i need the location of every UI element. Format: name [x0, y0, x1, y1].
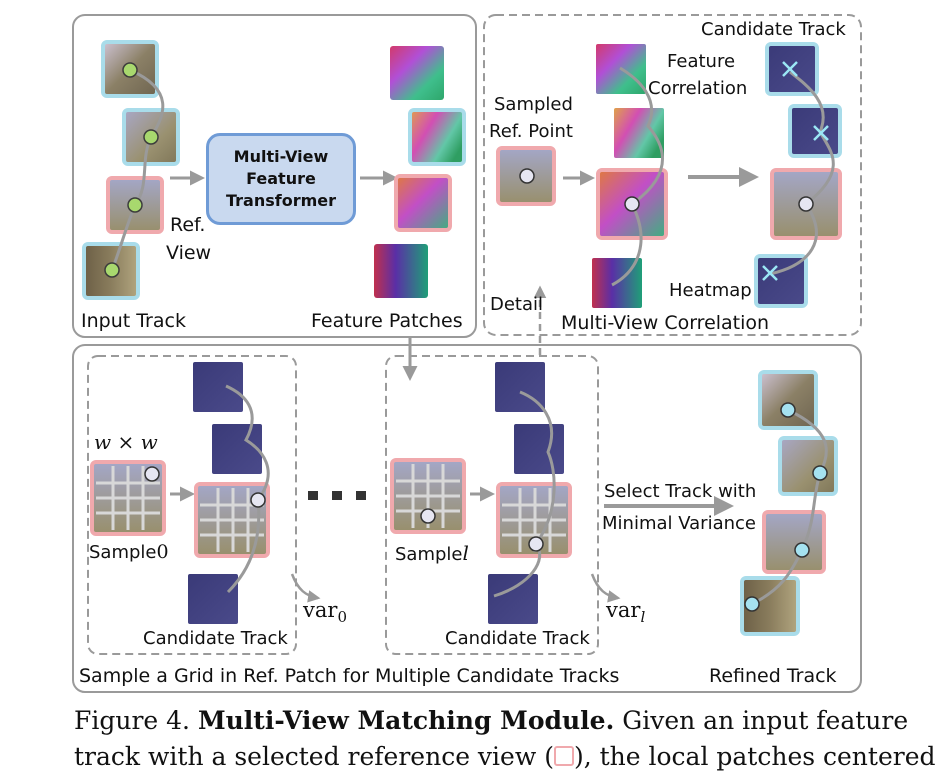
ellipsis-dots — [308, 491, 366, 500]
candl-point — [528, 536, 544, 552]
refined-patch-1 — [758, 370, 818, 430]
track-point-2 — [143, 129, 159, 145]
refined-track-curve — [751, 408, 828, 606]
refined-point-ref — [794, 542, 810, 558]
sample0-group-frame — [87, 355, 297, 655]
ref-view-label-1: Ref. — [170, 214, 206, 236]
ref-view-swatch-icon — [553, 746, 574, 766]
corr-feature-2 — [614, 108, 664, 158]
select-track-label-2: Minimal Variance — [602, 513, 756, 534]
multi-view-feature-transformer: Multi-View Feature Transformer — [206, 133, 356, 225]
feature-patch-ref — [394, 174, 452, 232]
heatmap-label: Heatmap — [669, 280, 752, 301]
feature-correlation-label-2: Correlation — [648, 78, 748, 99]
cand0-curve — [225, 384, 270, 594]
input-track-label: Input Track — [81, 310, 186, 332]
window-size-label: w × w — [94, 430, 158, 454]
input-track-curve — [110, 68, 165, 271]
sampled-ref-label-1: Sampled — [494, 94, 573, 115]
corr-curve — [611, 66, 664, 287]
candl-heat-2 — [514, 424, 564, 474]
varl-label: varl — [606, 598, 646, 627]
samplel-label: Samplel — [395, 541, 469, 565]
feature-patch-4 — [374, 244, 428, 298]
track-point-ref — [127, 197, 143, 213]
refined-point-1 — [780, 402, 796, 418]
candl-heat-4 — [488, 574, 538, 624]
sample0-grid — [96, 466, 160, 530]
heatmap-1 — [765, 42, 819, 96]
heatmap-center-point — [798, 196, 814, 212]
cand0-point — [250, 492, 266, 508]
sample0-label: Sample0 — [89, 541, 169, 563]
var0-arrow — [290, 573, 321, 603]
sampled-ref-point — [519, 168, 535, 184]
sampling-panel-frame — [72, 344, 862, 693]
refined-track-label: Refined Track — [709, 665, 837, 687]
var0-label: var0 — [303, 598, 347, 627]
track-point-1 — [122, 62, 138, 78]
detail-label: Detail — [490, 294, 544, 315]
heatmap-peak-marks — [762, 61, 829, 281]
transformer-line-2: Feature — [246, 169, 316, 188]
correlation-panel-frame — [483, 14, 862, 336]
sampling-panel-title: Sample a Grid in Ref. Patch for Multiple… — [79, 665, 620, 687]
select-track-label-1: Select Track with — [604, 481, 757, 502]
refined-point-4 — [744, 596, 760, 612]
refined-point-2 — [812, 465, 828, 481]
feature-patches-label: Feature Patches — [311, 310, 463, 332]
heatmap-2 — [788, 104, 842, 158]
cand0-heat-4 — [188, 574, 238, 624]
feature-patch-1 — [390, 46, 444, 100]
multi-view-correlation-title: Multi-View Correlation — [561, 312, 770, 334]
refined-patch-2 — [778, 436, 838, 496]
transformer-line-3: Transformer — [225, 191, 336, 210]
sample0-point — [144, 466, 160, 482]
sampled-ref-label-2: Ref. Point — [489, 121, 573, 142]
samplel-group-frame — [385, 355, 599, 655]
candidate-track-label-a: Candidate Track — [143, 628, 288, 649]
ref-view-label-2: View — [166, 242, 212, 264]
corr-center-point — [624, 196, 640, 212]
cand0-heat-2 — [212, 424, 262, 474]
feature-correlation-label-1: Feature — [667, 51, 736, 72]
track-point-4 — [104, 262, 120, 278]
varl-arrow — [590, 573, 621, 603]
heatmap-4 — [754, 254, 808, 308]
candidate-track-label-top: Candidate Track — [701, 19, 846, 40]
figure-caption-line-2: track with a selected reference view (),… — [74, 742, 936, 771]
figure-caption-line-1: Figure 4. Multi-View Matching Module. Gi… — [74, 706, 909, 735]
candidate-track-label-b: Candidate Track — [445, 628, 590, 649]
samplel-point — [420, 508, 436, 524]
refined-patch-4 — [740, 576, 800, 636]
input-panel-frame — [72, 14, 477, 338]
feature-patch-2 — [408, 108, 466, 166]
cand0-heat-1 — [193, 362, 243, 412]
transformer-line-1: Multi-View — [233, 147, 329, 166]
